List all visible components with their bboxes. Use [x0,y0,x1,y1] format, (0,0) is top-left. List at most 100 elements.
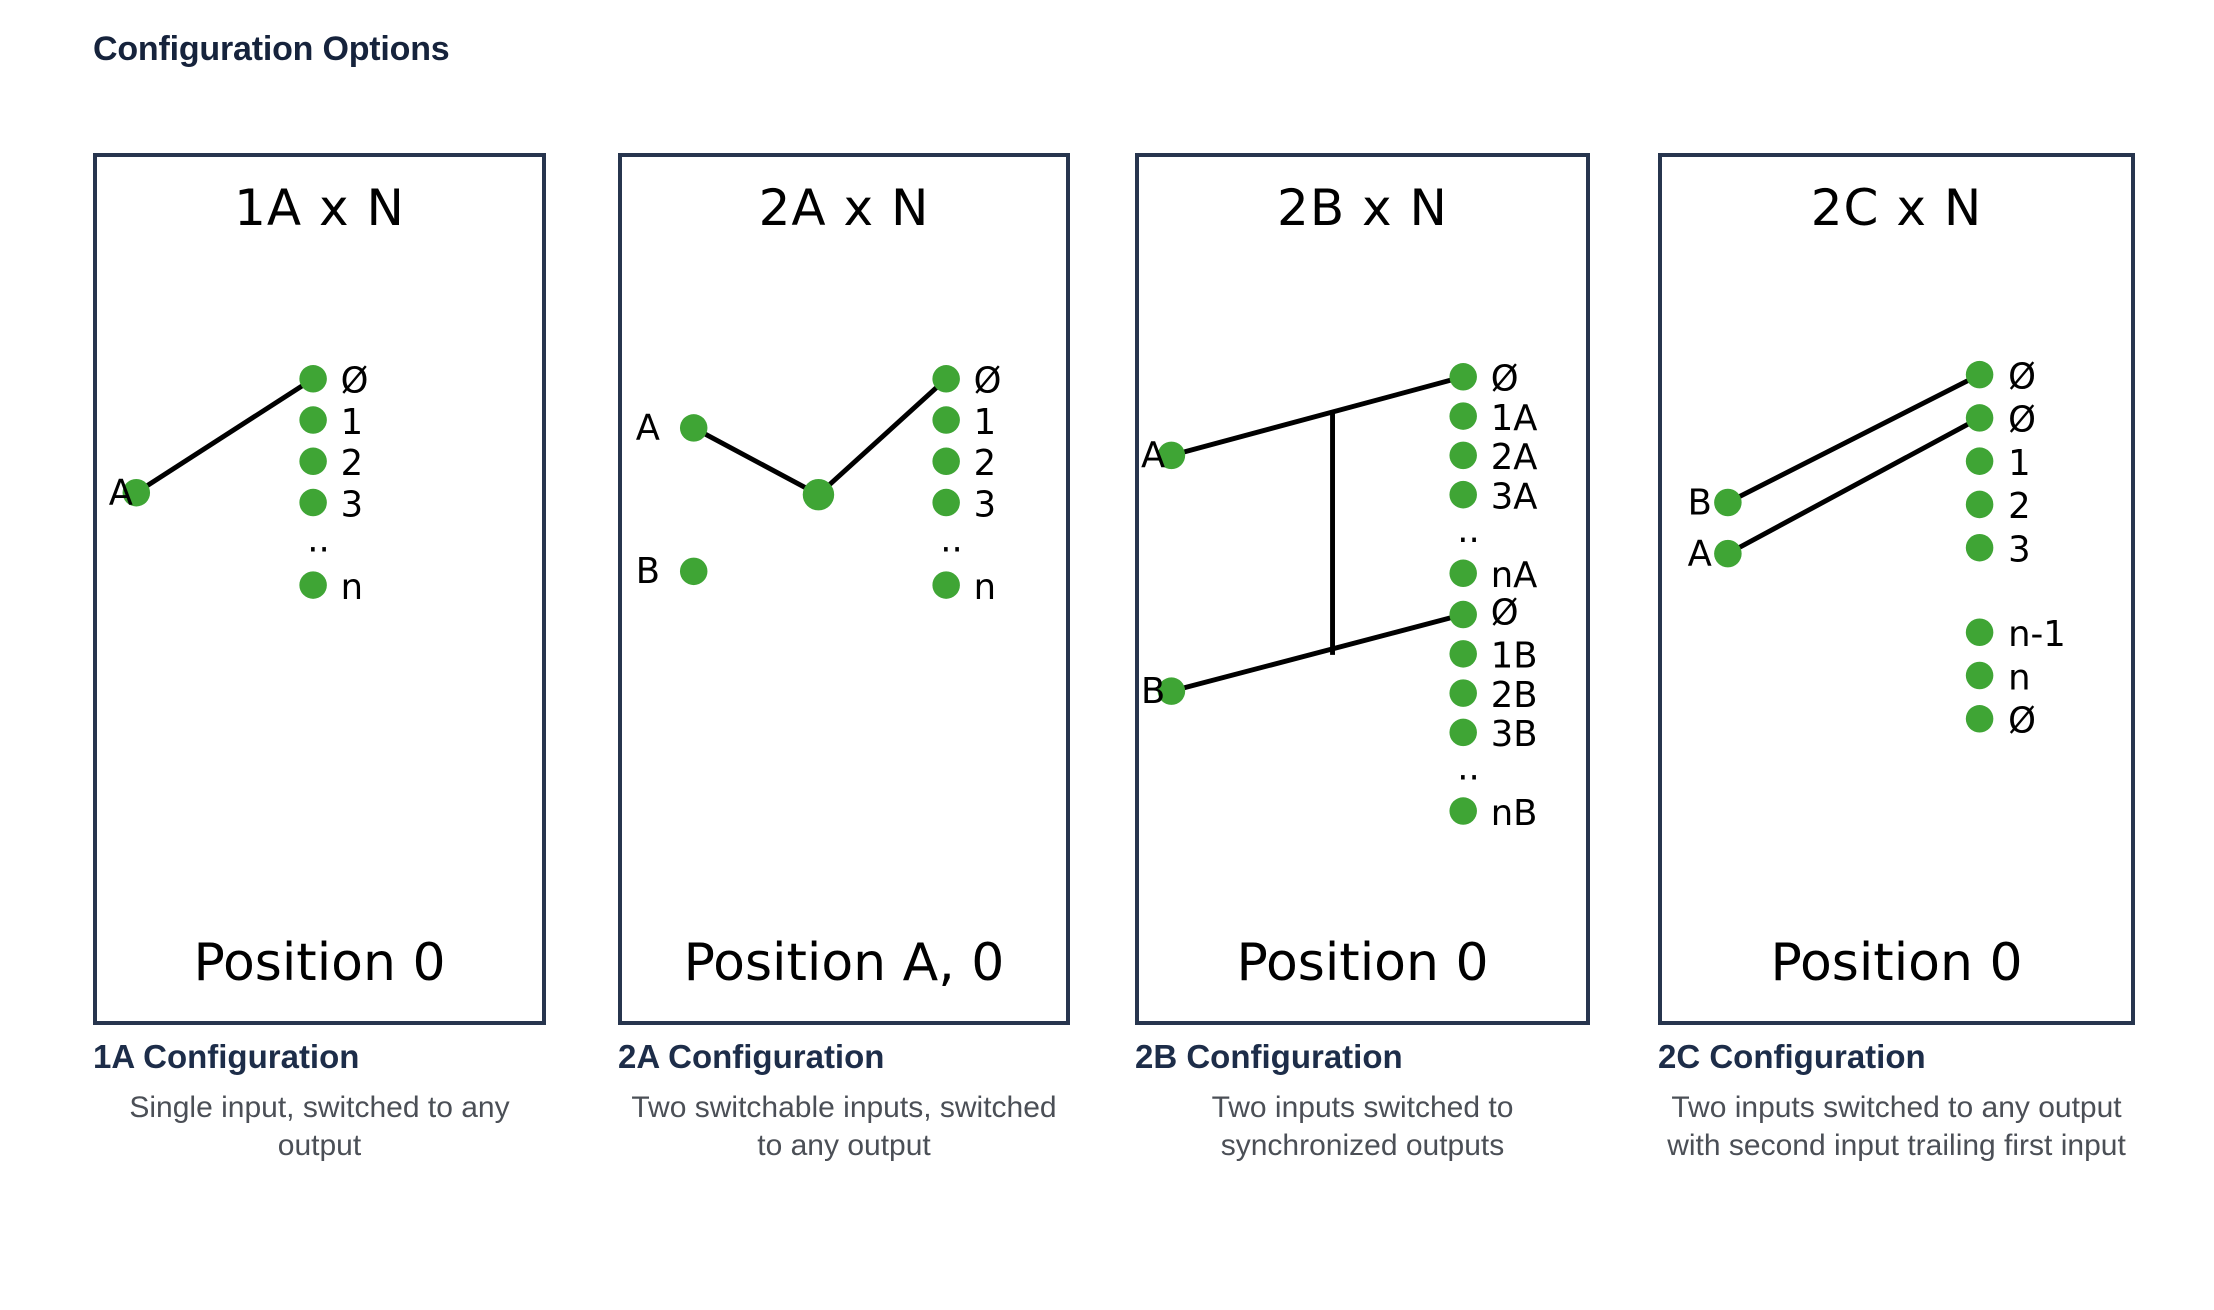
output-label-1: 1 [974,402,997,443]
caption-block-2c: 2C Configuration Two inputs switched to … [1658,1038,2135,1165]
diagram-2a [679,365,960,599]
output-node-1a[interactable] [1449,402,1477,430]
output-node-nb[interactable] [1449,797,1477,825]
output-label-2: 2 [341,443,364,484]
output-node-n-minus-1[interactable] [1965,618,1994,647]
output-node-2a[interactable] [1449,441,1477,470]
config-panel-2a: 2A x N A B Ø 1 2 3 .. n Position A, 0 [618,153,1070,1025]
input-label-a: A [1141,435,1165,476]
output-label-2: 2 [974,443,997,484]
caption-desc-2c: Two inputs switched to any output with s… [1667,1090,2126,1163]
input-node-b[interactable] [1157,677,1186,705]
output-node-2[interactable] [299,447,327,476]
caption-block-1a: 1A Configuration Single input, switched … [93,1038,546,1165]
input-label-b: B [1141,671,1165,712]
output-node-1b[interactable] [1449,640,1477,668]
output-node-na[interactable] [1449,559,1477,588]
diagram-2c [1714,360,1994,733]
panel-title-2b: 2B x N [1277,179,1448,237]
common-node[interactable] [802,478,835,511]
input-node-a[interactable] [1157,441,1186,470]
output-node-n[interactable] [1965,661,1994,690]
panel-title-1a: 1A x N [234,179,405,237]
input-label-b: B [636,551,660,592]
caption-title-1a: 1A Configuration [93,1038,360,1075]
output-label-2b: 2B [1491,675,1538,716]
output-label-1a: 1A [1491,398,1538,439]
output-label-0a: Ø [1491,359,1519,400]
input-label-a: A [636,408,660,449]
output-node-1[interactable] [299,406,327,434]
output-node-3[interactable] [299,488,327,517]
diagram-2b [1157,363,1477,825]
output-label-ellipsis: .. [307,520,329,561]
output-node-2[interactable] [1965,490,1994,519]
wire-a-to-0a [1170,374,1464,458]
output-node-0-bottom[interactable] [1965,705,1994,733]
output-label-0b: Ø [1491,592,1519,633]
output-node-0a[interactable] [1449,363,1477,391]
input-node-a[interactable] [1714,539,1742,568]
output-label-0: Ø [341,361,369,402]
caption-desc-2b: Two inputs switched to synchronized outp… [1211,1090,1514,1163]
output-node-2[interactable] [932,447,960,476]
output-label-1b: 1B [1491,636,1538,677]
output-label-n: n [2008,657,2030,698]
panel-footer-2a: Position A, 0 [683,933,1005,993]
output-label-nb: nB [1491,793,1538,834]
output-node-2b[interactable] [1449,679,1477,707]
diagram-labels-2a: A B Ø 1 2 3 .. n [636,361,1002,608]
caption-title-2b: 2B Configuration [1135,1038,1403,1075]
wire-b-to-0-top [1726,372,1981,505]
diagram-1a [122,365,327,599]
wire-a-to-0-second [1726,415,1981,556]
input-node-a[interactable] [122,478,151,507]
output-node-0b[interactable] [1449,600,1477,629]
output-node-3b[interactable] [1449,718,1477,747]
wire-a-to-0 [134,376,315,495]
output-label-0: Ø [974,361,1002,402]
input-node-b[interactable] [679,557,708,586]
output-label-na: nA [1491,555,1538,596]
output-node-0[interactable] [932,365,960,393]
output-label-2a: 2A [1491,437,1538,478]
config-panel-1a: 1A x N A Ø 1 2 3 .. n Position 0 [93,153,546,1025]
output-label-0-second: Ø [2008,400,2036,441]
output-label-ellipsis-a: .. [1457,510,1479,551]
output-node-3[interactable] [932,488,960,517]
diagram-labels-2b: A B Ø 1A 2A 3A .. nA Ø 1B 2B 3B .. nB [1141,359,1538,834]
output-node-3a[interactable] [1449,480,1477,509]
caption-desc-1a: Single input, switched to any output [129,1090,510,1163]
panel-footer-2c: Position 0 [1770,933,2023,993]
output-node-0-top[interactable] [1965,360,1994,389]
output-label-3a: 3A [1491,476,1538,517]
output-label-ellipsis: .. [940,520,962,561]
output-node-0[interactable] [299,365,327,393]
diagram-labels-1a: A Ø 1 2 3 .. n [109,361,369,608]
output-node-3[interactable] [1965,533,1994,562]
caption-block-2b: 2B Configuration Two inputs switched to … [1135,1038,1590,1165]
caption-title-2c: 2C Configuration [1658,1038,1926,1075]
page-title: Configuration Options [93,30,450,68]
output-node-1[interactable] [932,406,960,434]
output-label-0-top: Ø [2008,356,2036,397]
output-label-0-bottom: Ø [2008,701,2036,742]
output-label-n: n [974,567,996,608]
output-node-0-second[interactable] [1965,404,1994,432]
output-label-2: 2 [2008,486,2031,527]
diagram-labels-2c: B A Ø Ø 1 2 3 n-1 n Ø [1688,356,2066,742]
output-node-1[interactable] [1965,447,1994,475]
input-label-a: A [109,473,133,514]
caption-desc-2a: Two switchable inputs, switched to any o… [631,1090,1057,1163]
output-label-ellipsis-b: .. [1457,748,1479,789]
output-node-n[interactable] [932,571,960,599]
panel-title-2c: 2C x N [1810,179,1983,237]
output-label-3: 3 [2008,529,2031,570]
output-node-n[interactable] [299,571,327,599]
wire-b-to-0b [1170,612,1464,694]
panel-title-2a: 2A x N [758,179,930,237]
input-node-b[interactable] [1714,488,1742,517]
input-node-a[interactable] [679,414,708,442]
output-label-3: 3 [341,484,364,525]
panel-footer-1a: Position 0 [193,933,446,993]
